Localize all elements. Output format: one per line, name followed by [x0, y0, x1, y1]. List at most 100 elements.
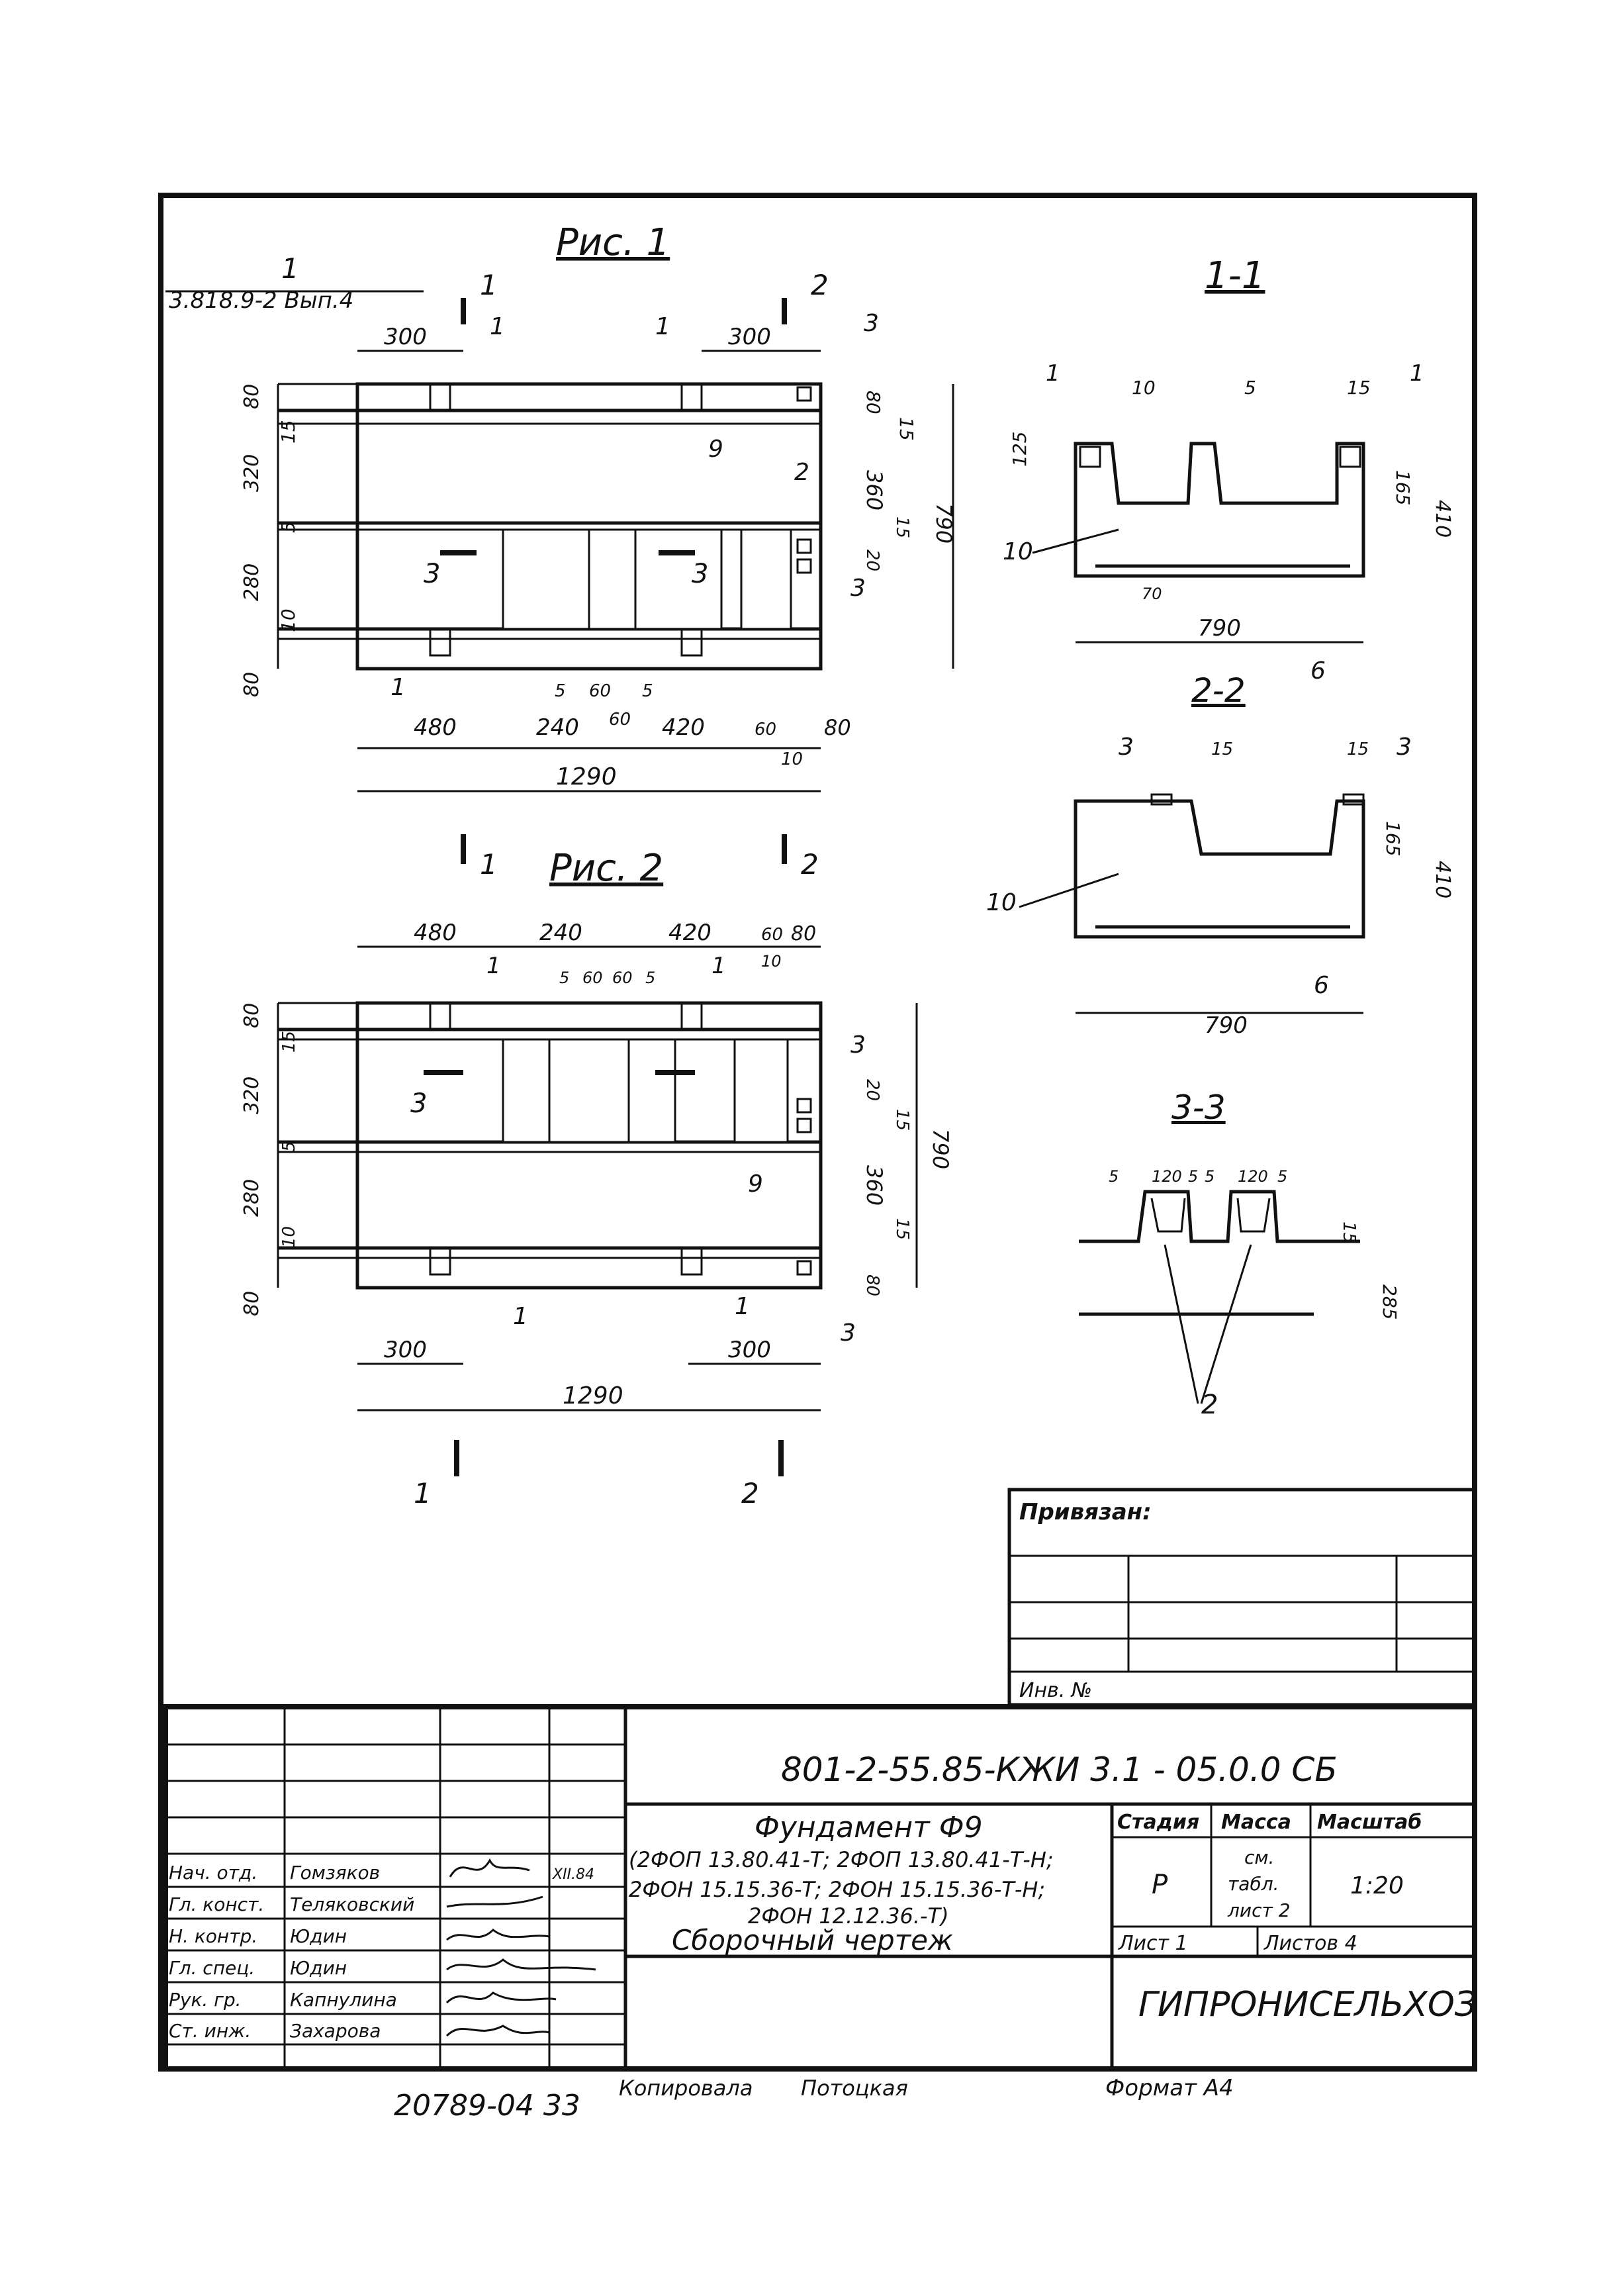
fig1-title: Рис. 1: [556, 221, 670, 264]
document-code: 801-2-55.85-КЖИ 3.1 - 05.0.0 СБ: [781, 1750, 1338, 1789]
dim-text: 80: [240, 384, 263, 409]
section-3-3-socket: [1150, 1198, 1186, 1233]
dim-text: 360: [862, 1165, 887, 1206]
fig2-socket: [548, 1038, 630, 1143]
dim-text: 80: [791, 922, 816, 945]
format-label: Формат А4: [1105, 2075, 1234, 2101]
position-label: 1: [390, 674, 406, 701]
section-cut-label: 2: [741, 1477, 759, 1509]
date: XII.84: [552, 1866, 594, 1883]
dim-text: 20: [862, 550, 882, 571]
position-label: 6: [1310, 657, 1326, 685]
fig1-socket: [740, 528, 792, 630]
signature: [446, 1958, 596, 1971]
section-cut-label: 3: [692, 559, 708, 589]
fig2-socket: [627, 1038, 676, 1143]
dim-text: 15: [1211, 740, 1233, 759]
dim-text: 300: [384, 1337, 427, 1363]
dim-text: 60: [582, 969, 603, 987]
sheet-number: Лист 1: [1118, 1932, 1188, 1955]
organization: ГИПРОНИСЕЛЬХОЗ: [1138, 1985, 1477, 2025]
archive-number: 20789-04 33: [394, 2089, 580, 2123]
dim-text: 10: [761, 952, 782, 971]
dim-text: 240: [536, 714, 579, 741]
section-2-2-plate: [1150, 793, 1173, 806]
role-label: Гл. конст.: [169, 1893, 264, 1915]
role-name: Капнулина: [290, 1989, 397, 2011]
position-label: 3: [850, 1031, 866, 1059]
dim-text: 165: [1392, 470, 1414, 505]
dim-text: 420: [668, 920, 711, 946]
fig1-loop: [429, 383, 451, 412]
dim-text: 60: [589, 681, 611, 701]
role-name: Юдин: [290, 1957, 347, 1979]
position-label: 3: [864, 310, 879, 337]
dim-text: 5: [645, 969, 655, 987]
position-label: 1: [513, 1303, 528, 1330]
dim-text: 125: [1009, 432, 1031, 467]
role-label: Ст. инж.: [169, 2020, 251, 2042]
section-cut-label: 1: [480, 848, 498, 881]
dim-text: 240: [539, 920, 582, 946]
binding-block: Привязан: Инв. №: [1007, 1488, 1477, 1707]
role-label: Н. контр.: [169, 1925, 257, 1947]
dim-text: 80: [240, 672, 263, 697]
dim-text: 80: [862, 1274, 882, 1296]
section-1-1-title: 1-1: [1205, 254, 1265, 297]
fig2-socket: [502, 1038, 551, 1143]
copier-name: Потоцкая: [801, 2076, 908, 2101]
position-label: 3: [1119, 734, 1134, 761]
dim-text: 320: [240, 454, 263, 492]
dim-text: 15: [277, 420, 299, 444]
fig2-loop: [680, 1002, 703, 1031]
dim-text: 10: [277, 608, 299, 632]
dim-text: 480: [414, 714, 457, 741]
dim-text: 5: [277, 521, 299, 533]
role-name: Гомзяков: [290, 1862, 380, 1884]
role-label: Нач. отд.: [169, 1862, 257, 1884]
position-label: 3: [1397, 734, 1412, 761]
fig1-loop: [680, 628, 703, 657]
title-line: Сборочный чертеж: [672, 1924, 953, 1956]
fig2-loop: [429, 1002, 451, 1031]
dim-text: 5: [1277, 1167, 1287, 1186]
leader-line: [1032, 528, 1119, 554]
title-line: Фундамент Ф9: [755, 1811, 983, 1844]
signature: [445, 1991, 557, 2004]
dim-text: 5: [1109, 1167, 1119, 1186]
section-cut-label: 1: [480, 269, 498, 301]
position-label: 1: [735, 1293, 750, 1320]
dim-text: 20: [862, 1079, 882, 1101]
position-label: 1: [490, 313, 505, 340]
signature: [446, 1895, 543, 1908]
sheets-total: Листов 4: [1263, 1932, 1357, 1955]
dim-text: 15: [1347, 377, 1371, 399]
dim-text: 15: [1347, 740, 1369, 759]
position-label: 3: [841, 1319, 856, 1347]
section-2-2-title: 2-2: [1191, 671, 1246, 710]
copied-label: Копировала: [619, 2076, 753, 2101]
section-3-3-socket: [1236, 1198, 1271, 1233]
binding-label: Привязан:: [1019, 1499, 1152, 1525]
position-label: 1: [711, 953, 726, 979]
dim-text: 790: [1198, 615, 1241, 642]
dim-text: 60: [755, 720, 776, 740]
section-cut-label: 3: [410, 1088, 427, 1119]
series-ref-num: 1: [281, 252, 299, 285]
dim-text: 420: [662, 714, 705, 741]
position-label: 3: [850, 575, 866, 602]
fig2-loop: [429, 1247, 451, 1276]
role-name: Юдин: [290, 1925, 347, 1947]
scale-header: Масштаб: [1317, 1811, 1422, 1834]
section-3-3-profile: [1079, 1190, 1360, 1243]
position-label: 10: [1003, 538, 1033, 565]
leader-line: [1164, 1244, 1199, 1404]
fig2-plate: [796, 1260, 812, 1276]
dim-text: 5: [555, 681, 566, 701]
fig2-plate: [796, 1118, 812, 1133]
fig2-plan: [278, 1001, 823, 1290]
dim-text: 15: [279, 1031, 299, 1053]
fig1-plate: [796, 558, 812, 574]
position-label: 1: [1046, 360, 1060, 387]
